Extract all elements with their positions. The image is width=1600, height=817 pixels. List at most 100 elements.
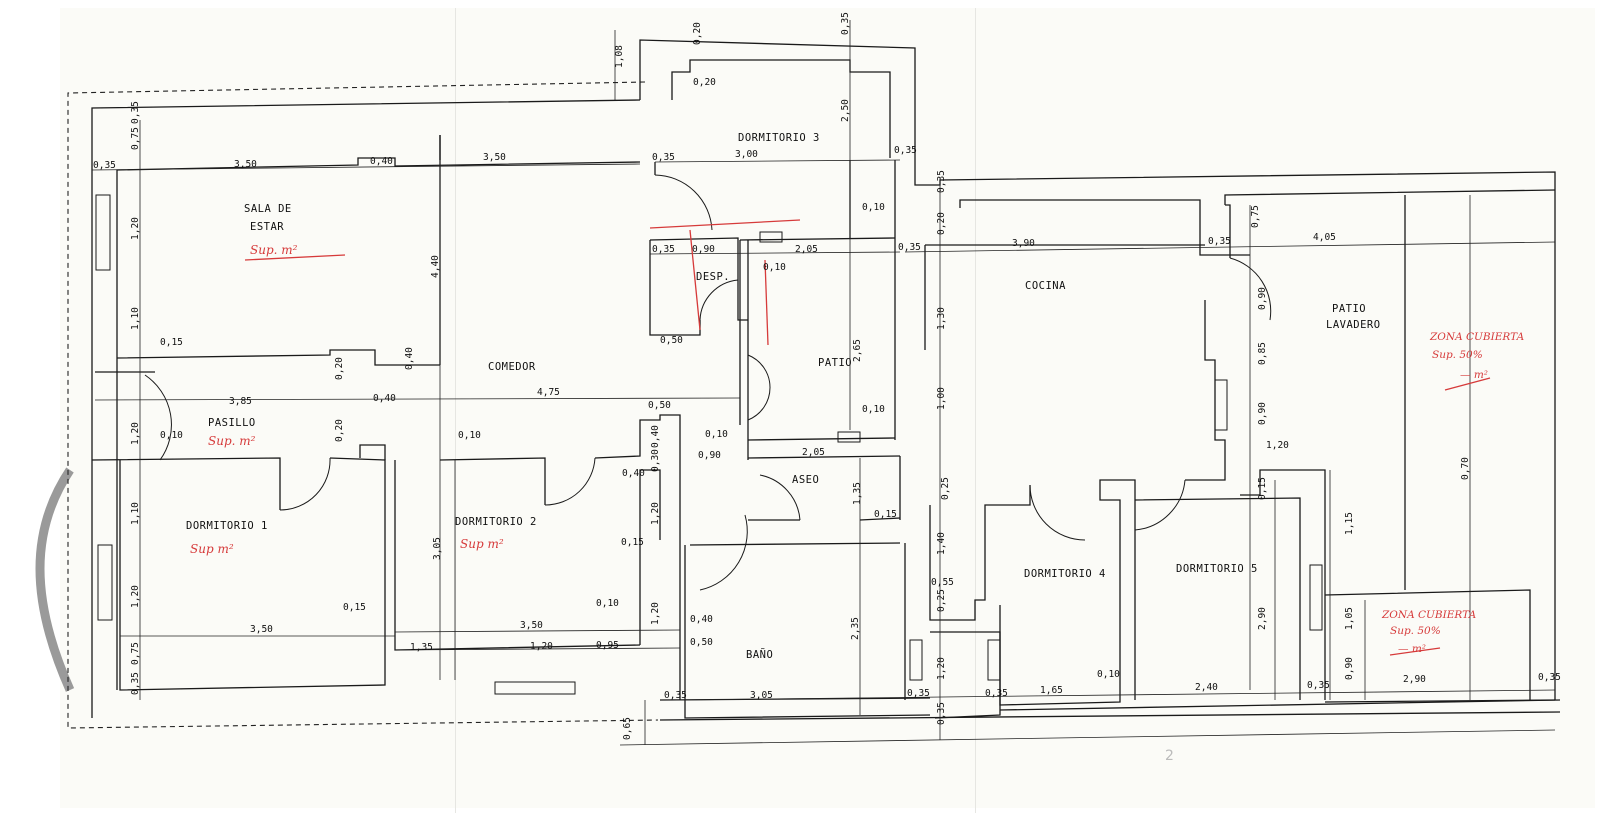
dimension-label: 0,35 [652,244,675,255]
dimension-label: 0,40 [650,425,661,448]
room-label-patio-lavadero-2: LAVADERO [1326,319,1381,331]
red-markings [244,219,1491,656]
dimension-label: 0,75 [1250,205,1261,228]
dimension-label: 3,50 [234,159,257,170]
dimension-label: 4,05 [1313,232,1336,243]
fold-line [975,8,976,813]
zona-note-2: ZONA CUBIERTA [1381,609,1477,621]
dimension-label: 0,20 [692,22,703,45]
plot-boundary [67,81,659,729]
dimension-label: 4,40 [430,255,441,278]
door-icon [1029,484,1086,541]
dimension-label: 3,50 [520,620,543,631]
door-icon [1134,479,1186,531]
dimension-label: 0,85 [1257,342,1268,365]
dimension-label: 4,75 [537,387,560,398]
dimension-label: 0,90 [1257,287,1268,310]
dimension-label: 0,50 [660,335,683,346]
door-icon [747,354,771,421]
zona-note-1-c: — m² [1460,369,1488,381]
room-label-sala: SALA DE [244,203,292,215]
dimension-label: 1,05 [1344,607,1355,630]
zona-note-2-c: — m² [1398,643,1426,655]
area-note-pasillo: Sup. m² [208,434,256,448]
dimension-lines [91,20,1556,746]
dimension-label: 0,10 [862,202,885,213]
dimension-label: 0,15 [621,537,644,548]
door-icon [654,174,713,231]
dimension-label: 0,35 [652,152,675,163]
dimension-label: 0,35 [840,12,851,35]
dimension-label: 2,90 [1257,607,1268,630]
dimension-label: 0,10 [596,598,619,609]
dimension-label: 1,65 [1040,685,1063,696]
page-number: 2 [1165,748,1174,764]
dimension-label: 0,15 [1257,477,1268,500]
dimension-label: 0,15 [160,337,183,348]
room-label-patio: PATIO [818,357,852,369]
door-icon [699,514,748,591]
dimension-label: 1,20 [530,641,553,652]
room-label-sala-2: ESTAR [250,221,284,233]
dimension-label: 0,65 [622,717,633,740]
dimension-label: 0,35 [907,688,930,699]
dimension-label: 0,25 [940,477,951,500]
room-label-comedor: COMEDOR [488,361,536,373]
dimension-label: 0,35 [985,688,1008,699]
room-label-cocina: COCINA [1025,280,1066,292]
dimension-label: 2,90 [1403,674,1426,685]
dimension-label: 0,30 [650,449,661,472]
door-icon [699,279,739,321]
room-label-dormitorio1: DORMITORIO 1 [186,520,268,532]
room-label-dormitorio4: DORMITORIO 4 [1024,568,1106,580]
dimension-label: 1,30 [936,307,947,330]
room-label-aseo: ASEO [792,474,819,486]
dimension-label: 0,15 [874,509,897,520]
window-icon [759,231,783,243]
room-label-dormitorio3: DORMITORIO 3 [738,132,820,144]
dimension-label: 3,05 [432,537,443,560]
dimension-label: 0,90 [1257,402,1268,425]
dimension-label: 0,75 [130,127,141,150]
room-label-patio-lavadero: PATIO [1332,303,1366,315]
dimension-label: 0,10 [1097,669,1120,680]
dimension-label: 0,95 [596,640,619,651]
dimension-label: 0,40 [690,614,713,625]
dimension-label: 0,35 [664,690,687,701]
dimension-label: 1,00 [936,387,947,410]
dimension-label: 1,10 [130,307,141,330]
dimension-label: 2,65 [852,339,863,362]
door-icon [759,474,801,521]
window-icon [1214,379,1228,431]
dimension-label: 1,10 [130,502,141,525]
paper-background [60,8,1595,808]
dimension-label: 1,20 [130,585,141,608]
dimension-label: 0,10 [160,430,183,441]
dimension-label: 3,05 [750,690,773,701]
dimension-label: 0,35 [936,170,947,193]
dimension-label: 0,50 [690,637,713,648]
area-note-dorm1: Sup m² [190,542,234,556]
dimension-label: 0,35 [1208,236,1231,247]
dimension-label: 2,05 [795,244,818,255]
dimension-label: 0,25 [936,589,947,612]
dimension-label: 1,35 [410,642,433,653]
dimension-label: 0,90 [692,244,715,255]
dimension-label: 0,10 [763,262,786,273]
dimension-label: 0,20 [334,419,345,442]
dimension-label: 3,00 [735,149,758,160]
dimension-label: 0,35 [93,160,116,171]
fold-line [455,8,456,813]
dimension-label: 2,35 [850,617,861,640]
dimension-label: 0,70 [1460,457,1471,480]
room-label-dormitorio2: DORMITORIO 2 [455,516,537,528]
dimension-label: 3,50 [483,152,506,163]
walls [91,39,1561,721]
dimension-label: 0,40 [622,468,645,479]
dimension-label: 1,15 [1344,512,1355,535]
dimension-label: 0,35 [936,702,947,725]
dimension-label: 0,10 [862,404,885,415]
dimension-label: 0,35 [130,672,141,695]
